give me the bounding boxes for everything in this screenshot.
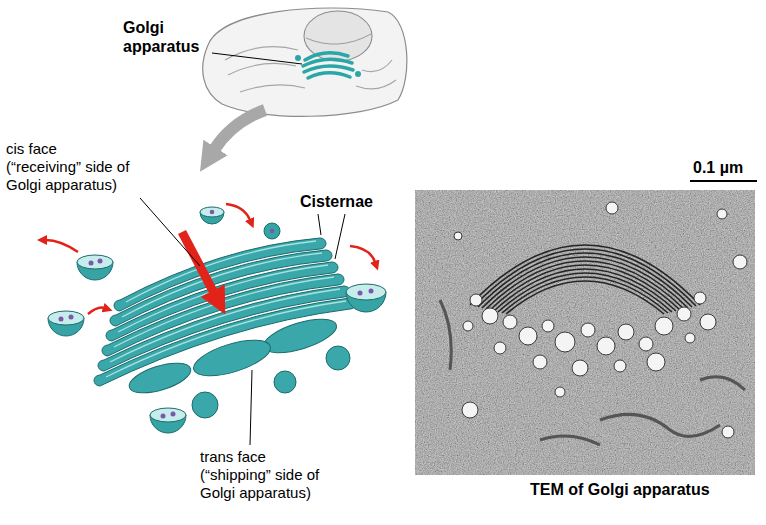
cargo-dot [369, 289, 374, 294]
tem-cisternae [470, 245, 700, 314]
cargo-dot [171, 412, 176, 417]
cargo-dot [69, 315, 74, 320]
vesicle-opening [77, 255, 113, 269]
tem-ground [415, 190, 755, 475]
cargo-dot [358, 291, 363, 296]
tem-grain [415, 190, 755, 475]
tem-vesicles [454, 202, 747, 438]
golgi-small [303, 53, 353, 78]
label: TEM of Golgi apparatus [530, 480, 710, 499]
scale-bar [690, 180, 757, 182]
flow-arrow [182, 232, 214, 293]
leader-line [318, 214, 321, 235]
budding-vesicle [326, 346, 350, 370]
vesicle-small [355, 71, 361, 77]
transport-arrow [46, 240, 78, 252]
label: cis face (“receiving” side of Golgi appa… [6, 140, 132, 194]
label: Golgi apparatus [123, 18, 218, 56]
label: Cisternae [300, 192, 373, 211]
zoom-arrow [214, 110, 265, 150]
vesicle-opening [346, 284, 386, 300]
cargo-dot [210, 210, 215, 215]
leader-line [250, 370, 252, 445]
vesicle-opening [150, 408, 186, 422]
label: 0.1 µm [693, 158, 743, 177]
vesicle-small [295, 55, 301, 61]
cargo-dot [98, 259, 103, 264]
cargo-dot [270, 229, 275, 234]
transport-arrow [88, 308, 104, 314]
label: trans face (“shipping” side of Golgi app… [200, 448, 326, 502]
transport-arrow [350, 246, 375, 262]
transport-arrow [226, 204, 250, 220]
er-sketch [225, 47, 396, 92]
vesicle-opening [48, 311, 84, 325]
cell-outline [203, 8, 407, 116]
budding-vesicle [274, 371, 296, 393]
leader-line [140, 198, 200, 266]
vesicle-opening [200, 207, 224, 217]
leader-line [335, 214, 345, 259]
leader-line [212, 53, 302, 64]
tem-image [415, 190, 755, 475]
cisterna-highlight [106, 241, 346, 377]
vesicle [264, 223, 280, 239]
cargo-dot [161, 414, 166, 419]
cargo-dot [89, 261, 94, 266]
cargo-dot [59, 317, 64, 322]
budding-vesicle [192, 392, 218, 418]
nucleus-detail [306, 34, 371, 44]
